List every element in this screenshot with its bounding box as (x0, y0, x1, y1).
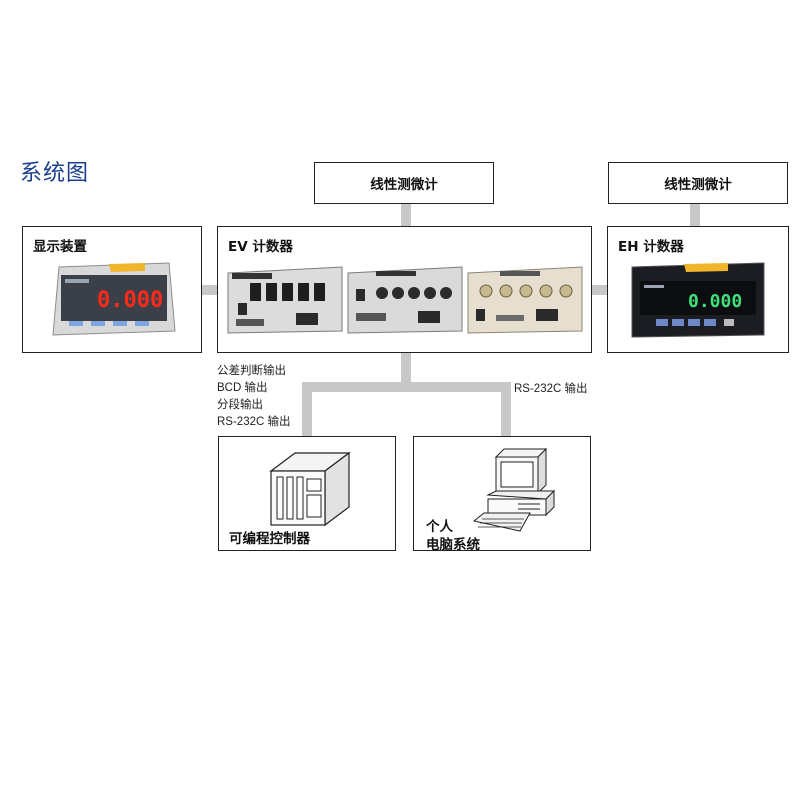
output-item: 分段输出 (217, 399, 263, 411)
connector-display-ev (201, 285, 218, 295)
plc-image (269, 451, 351, 527)
output-list-left: 公差判断输出 BCD 输出 分段输出 RS-232C 输出 (217, 363, 291, 431)
micrometer-label-left: 线性测微计 (370, 177, 438, 193)
micrometer-label-right: 线性测微计 (664, 177, 732, 193)
micrometer-box-left: 线性测微计 (314, 162, 494, 204)
connector-ev-eh (591, 285, 608, 295)
output-item: RS-232C 输出 (217, 416, 291, 428)
display-unit-readout: 0.000 (97, 288, 163, 313)
ev-counter-unit-1-image (227, 266, 343, 334)
eh-counter-image: 0.000 (631, 262, 765, 338)
eh-counter-box: EH 计数器 0.000 (607, 226, 789, 353)
display-unit-image: 0.000 (52, 262, 176, 336)
ev-counter-box: EV 计数器 (217, 226, 592, 353)
ev-counter-label: EV 计数器 (228, 239, 293, 255)
eh-counter-readout: 0.000 (688, 291, 742, 312)
computer-icon (472, 447, 556, 532)
pc-label-line2: 电脑系统 (426, 537, 480, 553)
eh-counter-label: EH 计数器 (618, 239, 684, 255)
connector-to-plc (302, 382, 312, 437)
pc-label-line1: 个人 (426, 519, 453, 535)
output-item: 公差判断输出 (217, 365, 286, 377)
output-item: BCD 输出 (217, 382, 268, 394)
diagram-title: 系统图 (20, 161, 90, 186)
pc-box: 个人 电脑系统 (413, 436, 591, 553)
connector-micrometer-ev (401, 203, 411, 227)
micrometer-box-right: 线性测微计 (608, 162, 788, 204)
output-right: RS-232C 输出 (514, 383, 588, 395)
connector-horizontal-bus (302, 382, 511, 392)
connector-to-pc (501, 382, 511, 437)
connector-ev-down (401, 352, 411, 390)
ev-counter-unit-2-image (347, 266, 463, 334)
plc-box: 可编程控制器 (218, 436, 396, 551)
plc-label: 可编程控制器 (229, 531, 310, 547)
connector-micrometer-eh (690, 203, 700, 227)
ev-counter-unit-3-image (467, 266, 583, 334)
display-unit-box: 显示装置 0.000 (22, 226, 202, 353)
display-unit-label: 显示装置 (33, 239, 87, 255)
